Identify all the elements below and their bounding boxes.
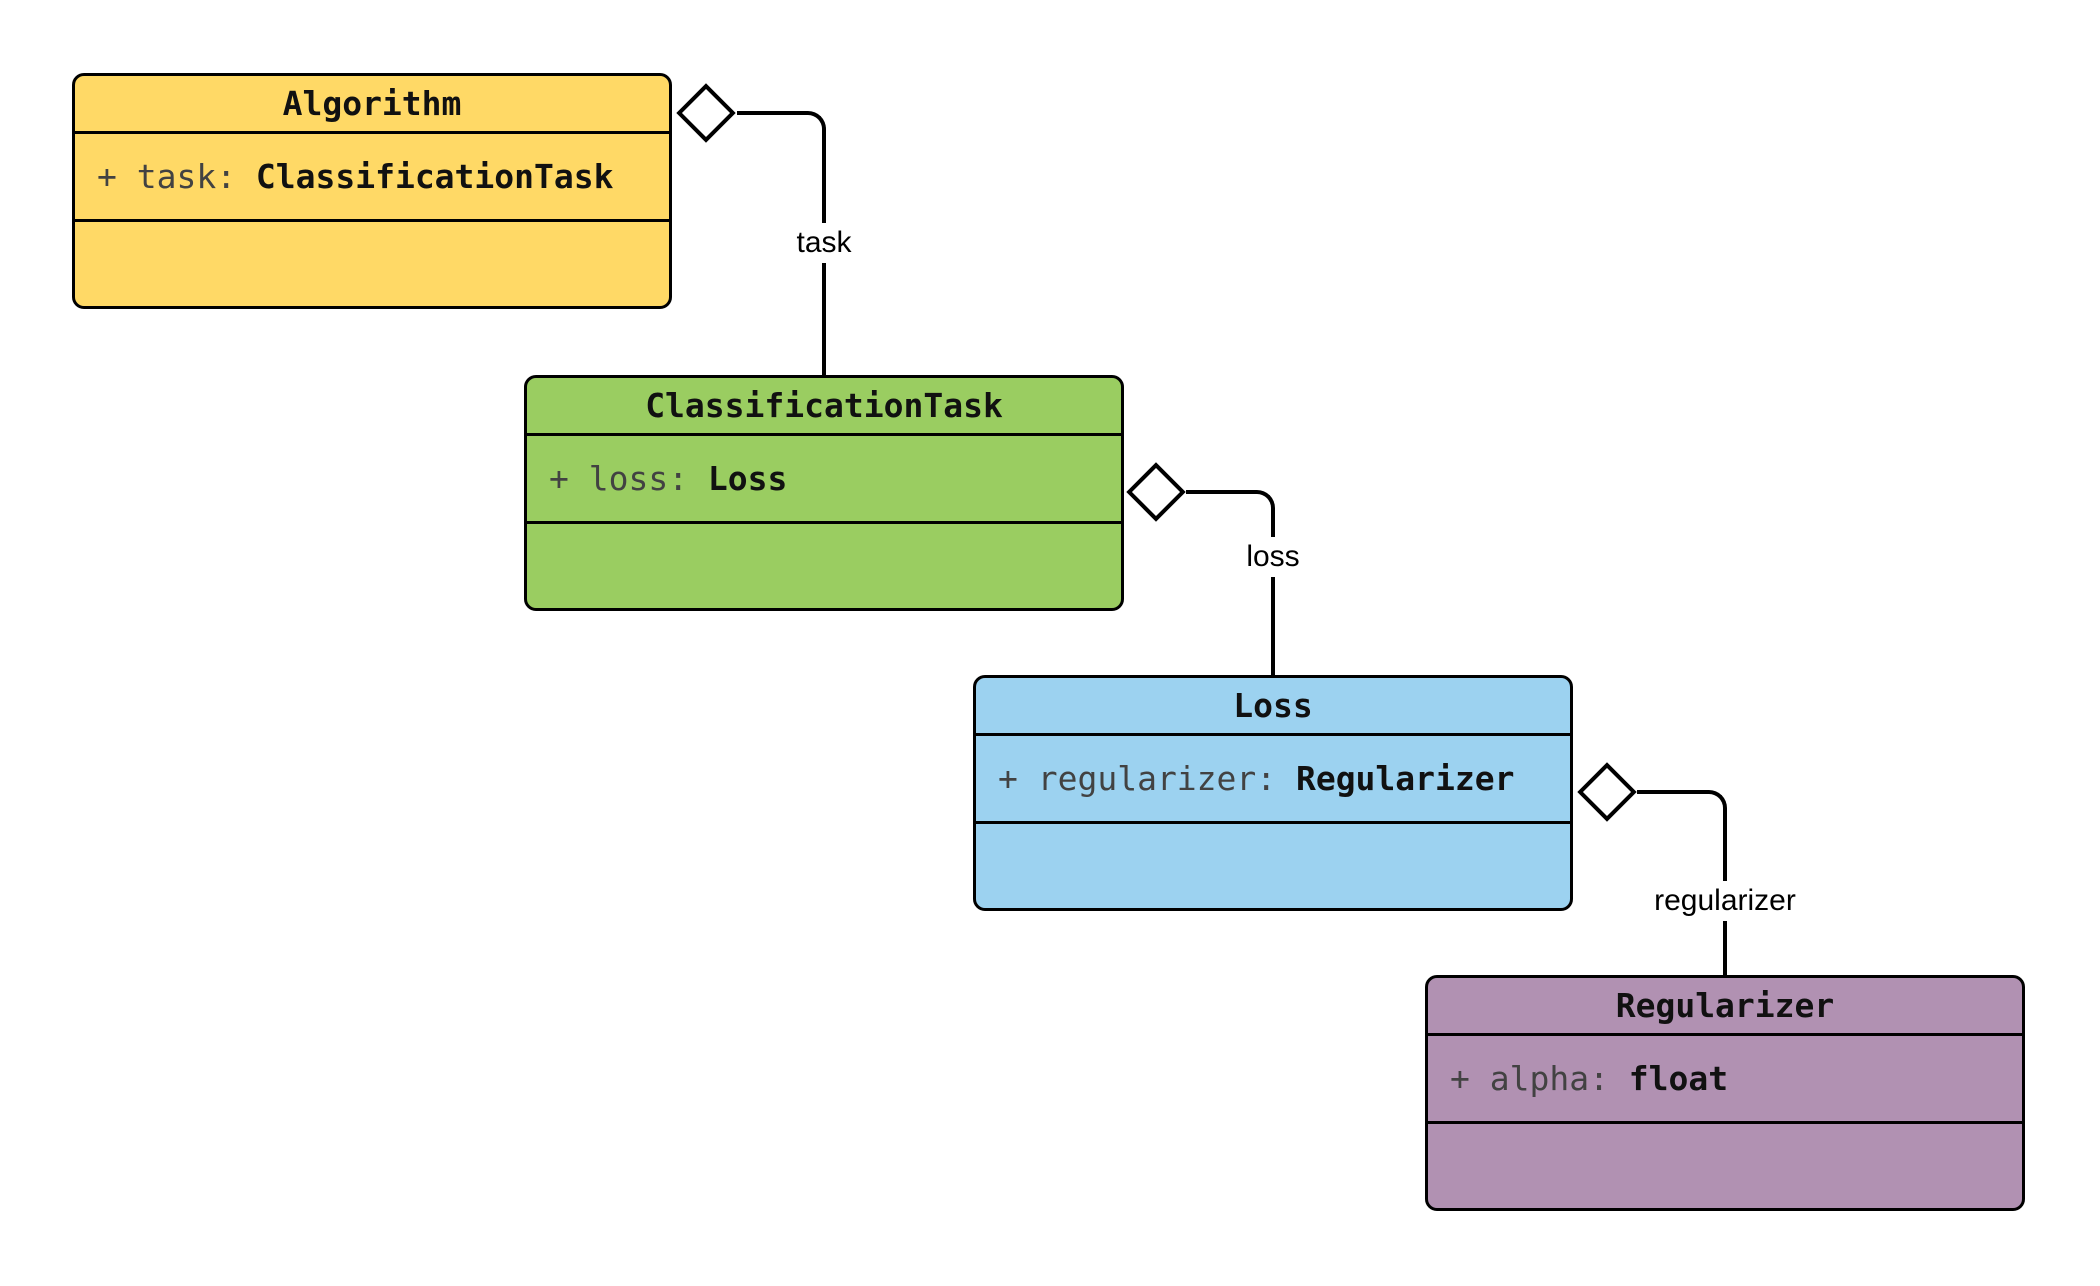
edge-label-regularizer: regularizer [1644, 881, 1806, 921]
attribute-name: + regularizer: [998, 759, 1277, 798]
class-methods-compartment-empty [1428, 1124, 2022, 1208]
class-box-classificationtask: ClassificationTask + loss: Loss [524, 375, 1124, 611]
class-box-loss: Loss + regularizer: Regularizer [973, 675, 1573, 911]
class-attributes-compartment: + alpha: float [1428, 1036, 2022, 1124]
attribute-name: + loss: [549, 459, 689, 498]
class-box-algorithm: Algorithm + task: ClassificationTask [72, 73, 672, 309]
class-attributes-compartment: + task: ClassificationTask [75, 134, 669, 222]
edge-loss-line [1186, 490, 1275, 675]
attribute-type: ClassificationTask [255, 157, 614, 196]
class-box-regularizer: Regularizer + alpha: float [1425, 975, 2025, 1211]
class-methods-compartment-empty [527, 524, 1121, 608]
edge-label-task: task [786, 223, 862, 263]
class-attribute: + regularizer: Regularizer [998, 759, 1570, 798]
aggregation-diamond-icon [1577, 762, 1637, 822]
class-methods-compartment-empty [976, 824, 1570, 908]
class-attributes-compartment: + loss: Loss [527, 436, 1121, 524]
class-attribute: + loss: Loss [549, 459, 1121, 498]
attribute-type: float [1628, 1059, 1729, 1098]
class-attributes-compartment: + regularizer: Regularizer [976, 736, 1570, 824]
attribute-name: + alpha: [1450, 1059, 1609, 1098]
class-name-title: Algorithm [75, 76, 669, 134]
class-methods-compartment-empty [75, 222, 669, 306]
class-attribute: + task: ClassificationTask [97, 157, 669, 196]
class-name-title: Regularizer [1428, 978, 2022, 1036]
class-name-title: ClassificationTask [527, 378, 1121, 436]
edge-label-loss: loss [1236, 537, 1310, 577]
attribute-type: Loss [707, 459, 788, 498]
attribute-type: Regularizer [1295, 759, 1515, 798]
class-name-title: Loss [976, 678, 1570, 736]
aggregation-diamond-icon [676, 83, 736, 143]
class-attribute: + alpha: float [1450, 1059, 2022, 1098]
attribute-name: + task: [97, 157, 237, 196]
aggregation-diamond-icon [1126, 462, 1186, 522]
